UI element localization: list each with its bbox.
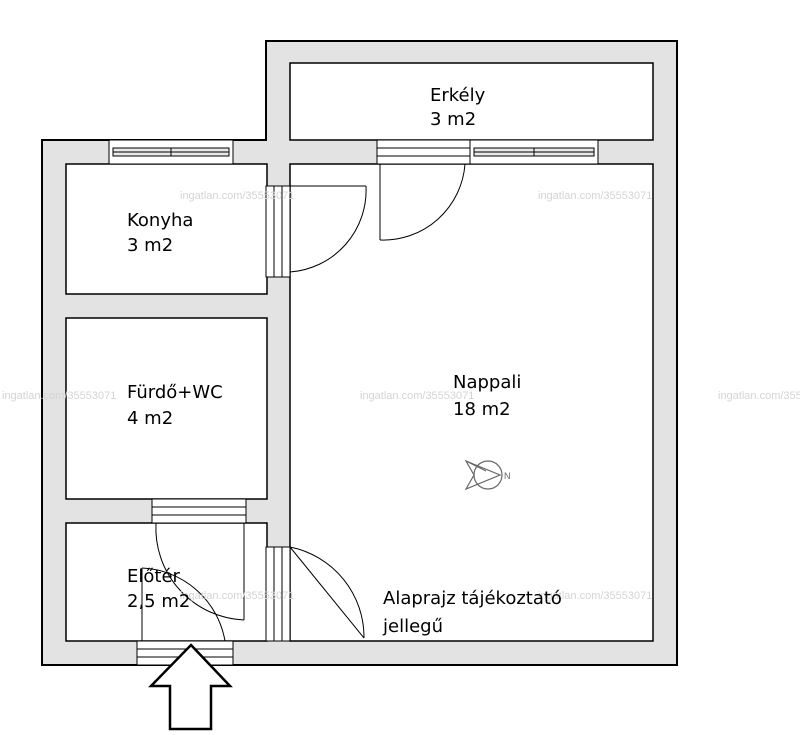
room-area-nappali: 18 m2 [453, 399, 511, 420]
room-nappali [289, 163, 654, 642]
watermark-text: ingatlan.com/35553071 [538, 590, 652, 602]
door-swing-furdo [155, 522, 245, 621]
door-opening-nappali [265, 546, 291, 642]
watermarks: ingatlan.com/35553071 ingatlan.com/35553… [2, 190, 800, 602]
door-swing-konyha [289, 185, 367, 273]
room-area-konyha: 3 m2 [127, 235, 173, 256]
room-area-eloter: 2,5 m2 [127, 591, 190, 612]
door-opening-erkely [376, 139, 471, 165]
compass-icon: N [464, 459, 511, 491]
room-name-nappali: Nappali [453, 372, 521, 393]
door-opening-furdo [151, 498, 247, 524]
door-jambs [137, 147, 470, 658]
room-labels: Erkély 3 m2 Konyha 3 m2 Fürdő+WC 4 m2 Na… [127, 85, 521, 612]
door-swing-entrance [141, 567, 226, 642]
room-furdo [65, 317, 268, 500]
room-name-erkely: Erkély [430, 85, 486, 106]
watermark-text: ingatlan.com/35553071 [180, 590, 294, 602]
window-konyha [108, 139, 234, 165]
disclaimer-line-1: Alaprajz tájékoztató [383, 588, 562, 609]
svg-text:N: N [504, 471, 511, 481]
room-eloter [65, 522, 268, 642]
room-name-konyha: Konyha [127, 210, 193, 231]
watermark-text: ingatlan.com/35553071 [2, 390, 116, 402]
room-name-furdo: Fürdő+WC [127, 382, 223, 403]
windows [108, 139, 599, 165]
door-opening-konyha [265, 185, 291, 278]
window-nappali [469, 139, 599, 165]
watermark-text: ingatlan.com/35553071 [360, 390, 474, 402]
door-swing-nappali [289, 546, 365, 639]
watermark-text: ingatlan.com/35553071 [718, 390, 800, 402]
watermark-text: ingatlan.com/35553071 [538, 190, 652, 202]
room-konyha [65, 163, 268, 295]
room-area-furdo: 4 m2 [127, 408, 173, 429]
room-erkely [289, 62, 654, 141]
entrance-arrow-icon [148, 643, 233, 731]
watermark-text: ingatlan.com/35553071 [180, 190, 294, 202]
room-area-erkely: 3 m2 [430, 109, 476, 130]
disclaimer-note: Alaprajz tájékoztató jellegű [382, 588, 562, 637]
door-swings [141, 163, 466, 642]
room-name-eloter: Előtér [127, 566, 181, 587]
door-swing-erkely [379, 163, 466, 241]
door-openings [136, 139, 471, 666]
rooms [65, 62, 654, 642]
disclaimer-line-2: jellegű [382, 616, 443, 637]
